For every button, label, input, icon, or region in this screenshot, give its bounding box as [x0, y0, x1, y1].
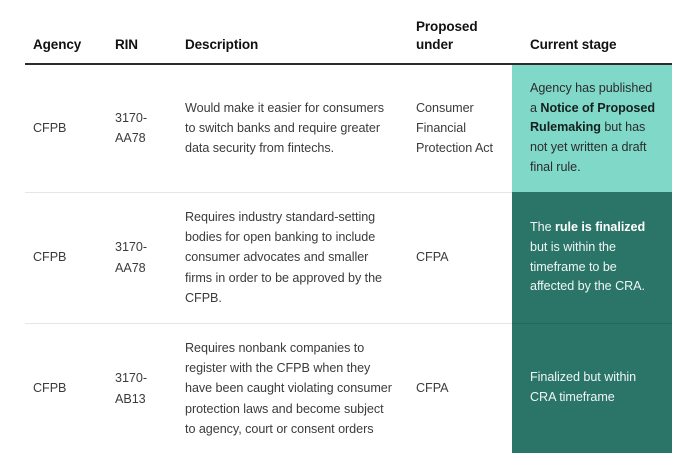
stage-text: but has not yet written a draft final ru…	[530, 120, 647, 175]
stage-text: Agency has published a	[530, 80, 653, 115]
column-header-agency: Agency	[25, 18, 109, 65]
cell-proposed-under: CFPA	[412, 192, 512, 324]
stage-emphasis: Notice of Proposed Rulemaking	[530, 100, 655, 135]
stage-emphasis: rule is finalized	[555, 219, 646, 234]
cell-description: Requires industry standard-setting bodie…	[177, 192, 412, 324]
stage-text: The	[530, 219, 555, 234]
cell-current-stage: Agency has published a Notice of Propose…	[512, 63, 672, 193]
cell-rin: 3170-AA78	[109, 63, 177, 193]
column-header-description: Description	[177, 18, 412, 65]
cell-proposed-under: Consumer Financial Protection Act	[412, 63, 512, 193]
stage-text: but is within the timeframe to be affect…	[530, 239, 645, 294]
cell-rin: 3170-AA78	[109, 192, 177, 324]
cell-rin: 3170-AB13	[115, 371, 147, 406]
regulations-table: Agency RIN Description Proposed under Cu…	[25, 18, 672, 454]
column-header-proposed-under: Proposed under	[412, 18, 512, 65]
column-header-rin: RIN	[109, 18, 177, 65]
column-header-current-stage: Current stage	[512, 18, 672, 65]
cell-description: Requires nonbank companies to register w…	[185, 340, 392, 437]
cell-agency: CFPB	[25, 192, 109, 324]
cell-current-stage: The rule is finalized but is within the …	[512, 192, 672, 324]
header-row: Agency RIN Description Proposed under Cu…	[25, 18, 672, 65]
cell-description: Would make it easier for consumers to sw…	[177, 63, 412, 193]
table-header: Agency RIN Description Proposed under Cu…	[25, 18, 672, 65]
cell-proposed-under: CFPA	[416, 381, 449, 396]
cell-current-stage: Finalized but within CRA timeframe	[512, 323, 672, 454]
table-row: CFPB 3170-AB13 Requires nonbank companies …	[25, 323, 672, 454]
cell-agency: CFPB	[33, 381, 67, 396]
stage-text: Finalized but within CRA timeframe	[530, 370, 637, 405]
cell-agency: CFPB	[25, 63, 109, 193]
